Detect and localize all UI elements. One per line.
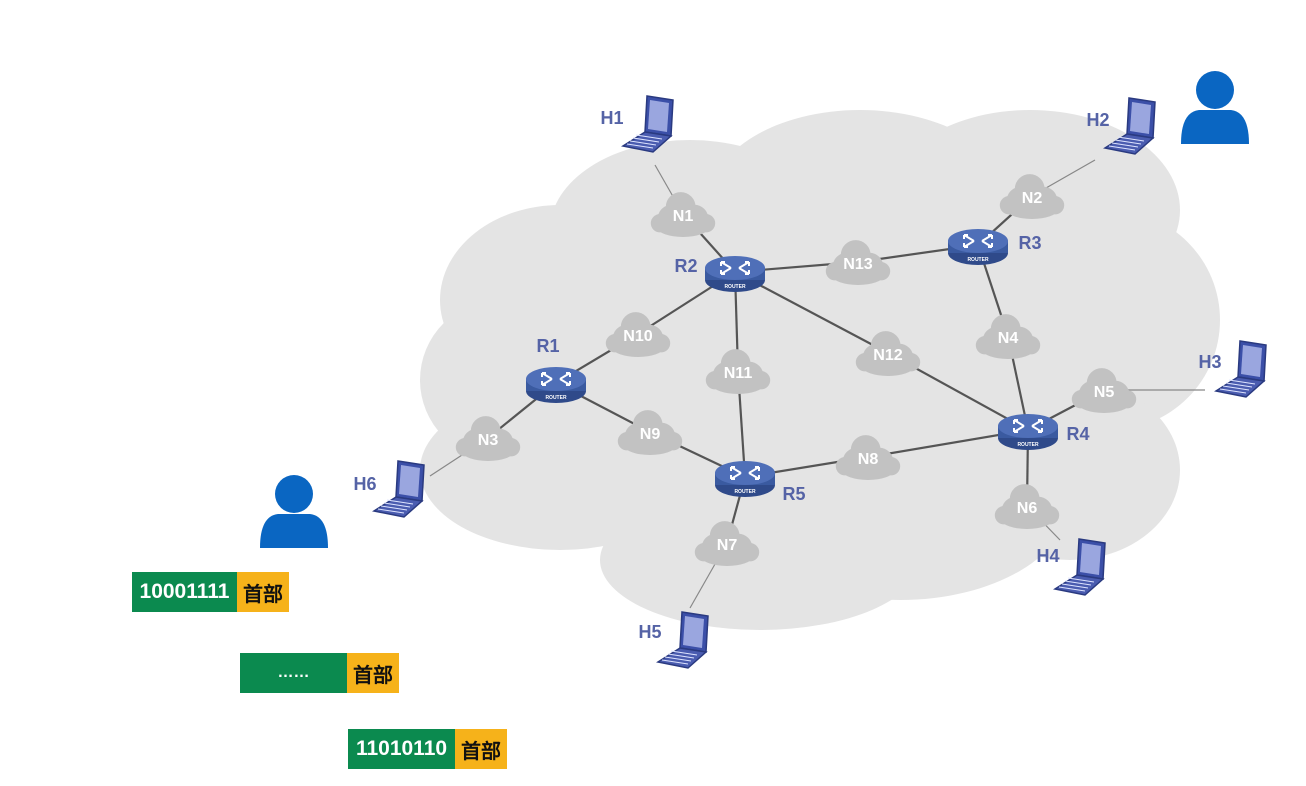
router-label: R2 xyxy=(674,256,697,276)
network-label: N11 xyxy=(724,364,753,382)
network-n4: N4 xyxy=(975,314,1041,359)
router-badge: ROUTER xyxy=(967,257,989,263)
network-label: N2 xyxy=(1022,189,1043,207)
network-n6: N6 xyxy=(994,484,1060,529)
network-n1: N1 xyxy=(650,192,716,237)
host-h4 xyxy=(1053,538,1106,596)
router-badge: ROUTER xyxy=(724,284,746,290)
laptop-icon xyxy=(1103,97,1156,155)
laptop-icon xyxy=(656,611,709,669)
host-label: H6 xyxy=(353,474,376,494)
laptop-icon xyxy=(372,460,425,518)
packet-payload: 11010110 xyxy=(348,729,455,769)
router-arrows-icon xyxy=(730,466,760,480)
router-top xyxy=(715,461,775,485)
router-arrows-icon xyxy=(541,372,571,386)
network-n3: N3 xyxy=(455,416,521,461)
router-top xyxy=(526,367,586,391)
network-n9: N9 xyxy=(617,410,683,455)
user-icon xyxy=(1181,71,1249,144)
network-n8: N8 xyxy=(835,435,901,480)
router-r5: ROUTER xyxy=(715,461,775,497)
network-n11: N11 xyxy=(705,349,771,394)
laptop-icon xyxy=(1053,538,1106,596)
packet-2: …… 首部 xyxy=(240,653,399,693)
host-label: H3 xyxy=(1198,352,1221,372)
network-label: N5 xyxy=(1094,383,1115,401)
host-h1 xyxy=(621,95,674,153)
network-n10: N10 xyxy=(605,312,671,357)
user-icon xyxy=(260,475,328,548)
network-label: N10 xyxy=(623,327,653,345)
router-r2: ROUTER xyxy=(705,256,765,292)
packet-payload: …… xyxy=(240,653,347,693)
network-label: N7 xyxy=(717,536,738,554)
router-badge: ROUTER xyxy=(734,489,756,495)
router-r1: ROUTER xyxy=(526,367,586,403)
router-arrows-icon xyxy=(720,261,750,275)
network-label: N3 xyxy=(478,431,499,449)
host-label: H4 xyxy=(1036,546,1059,566)
network-n13: N13 xyxy=(825,240,891,285)
network-label: N1 xyxy=(673,207,694,225)
network-label: N12 xyxy=(873,346,903,364)
router-badge: ROUTER xyxy=(1017,442,1039,448)
router-label: R3 xyxy=(1018,233,1041,253)
router-badge: ROUTER xyxy=(545,395,567,401)
router-top xyxy=(998,414,1058,438)
packet-payload: 10001111 xyxy=(132,572,237,612)
host-h6 xyxy=(372,460,425,518)
network-label: N9 xyxy=(640,425,661,443)
router-r4: ROUTER xyxy=(998,414,1058,450)
router-label: R5 xyxy=(782,484,805,504)
router-arrows-icon xyxy=(1013,419,1043,433)
network-n12: N12 xyxy=(855,331,921,376)
router-label: R1 xyxy=(536,336,559,356)
network-label: N13 xyxy=(843,255,873,273)
router-label: R4 xyxy=(1066,424,1089,444)
network-label: N4 xyxy=(998,329,1019,347)
network-n2: N2 xyxy=(999,174,1065,219)
laptop-icon xyxy=(1214,340,1267,398)
packet-header: 首部 xyxy=(237,572,289,612)
router-r3: ROUTER xyxy=(948,229,1008,265)
host-label: H2 xyxy=(1086,110,1109,130)
host-h3 xyxy=(1214,340,1267,398)
network-label: N6 xyxy=(1017,499,1038,517)
packet-header: 首部 xyxy=(455,729,507,769)
cloud-blob xyxy=(450,240,790,520)
host-h2 xyxy=(1103,97,1156,155)
laptop-icon xyxy=(621,95,674,153)
host-label: H1 xyxy=(600,108,623,128)
packet-3: 11010110 首部 xyxy=(348,729,507,769)
router-top xyxy=(948,229,1008,253)
host-label: H5 xyxy=(638,622,661,642)
host-h5 xyxy=(656,611,709,669)
network-n7: N7 xyxy=(694,521,760,566)
network-label: N8 xyxy=(858,450,879,468)
network-n5: N5 xyxy=(1071,368,1137,413)
packet-1: 10001111 首部 xyxy=(132,572,289,612)
packet-header: 首部 xyxy=(347,653,399,693)
users xyxy=(260,71,1249,548)
router-top xyxy=(705,256,765,280)
router-arrows-icon xyxy=(963,234,993,248)
